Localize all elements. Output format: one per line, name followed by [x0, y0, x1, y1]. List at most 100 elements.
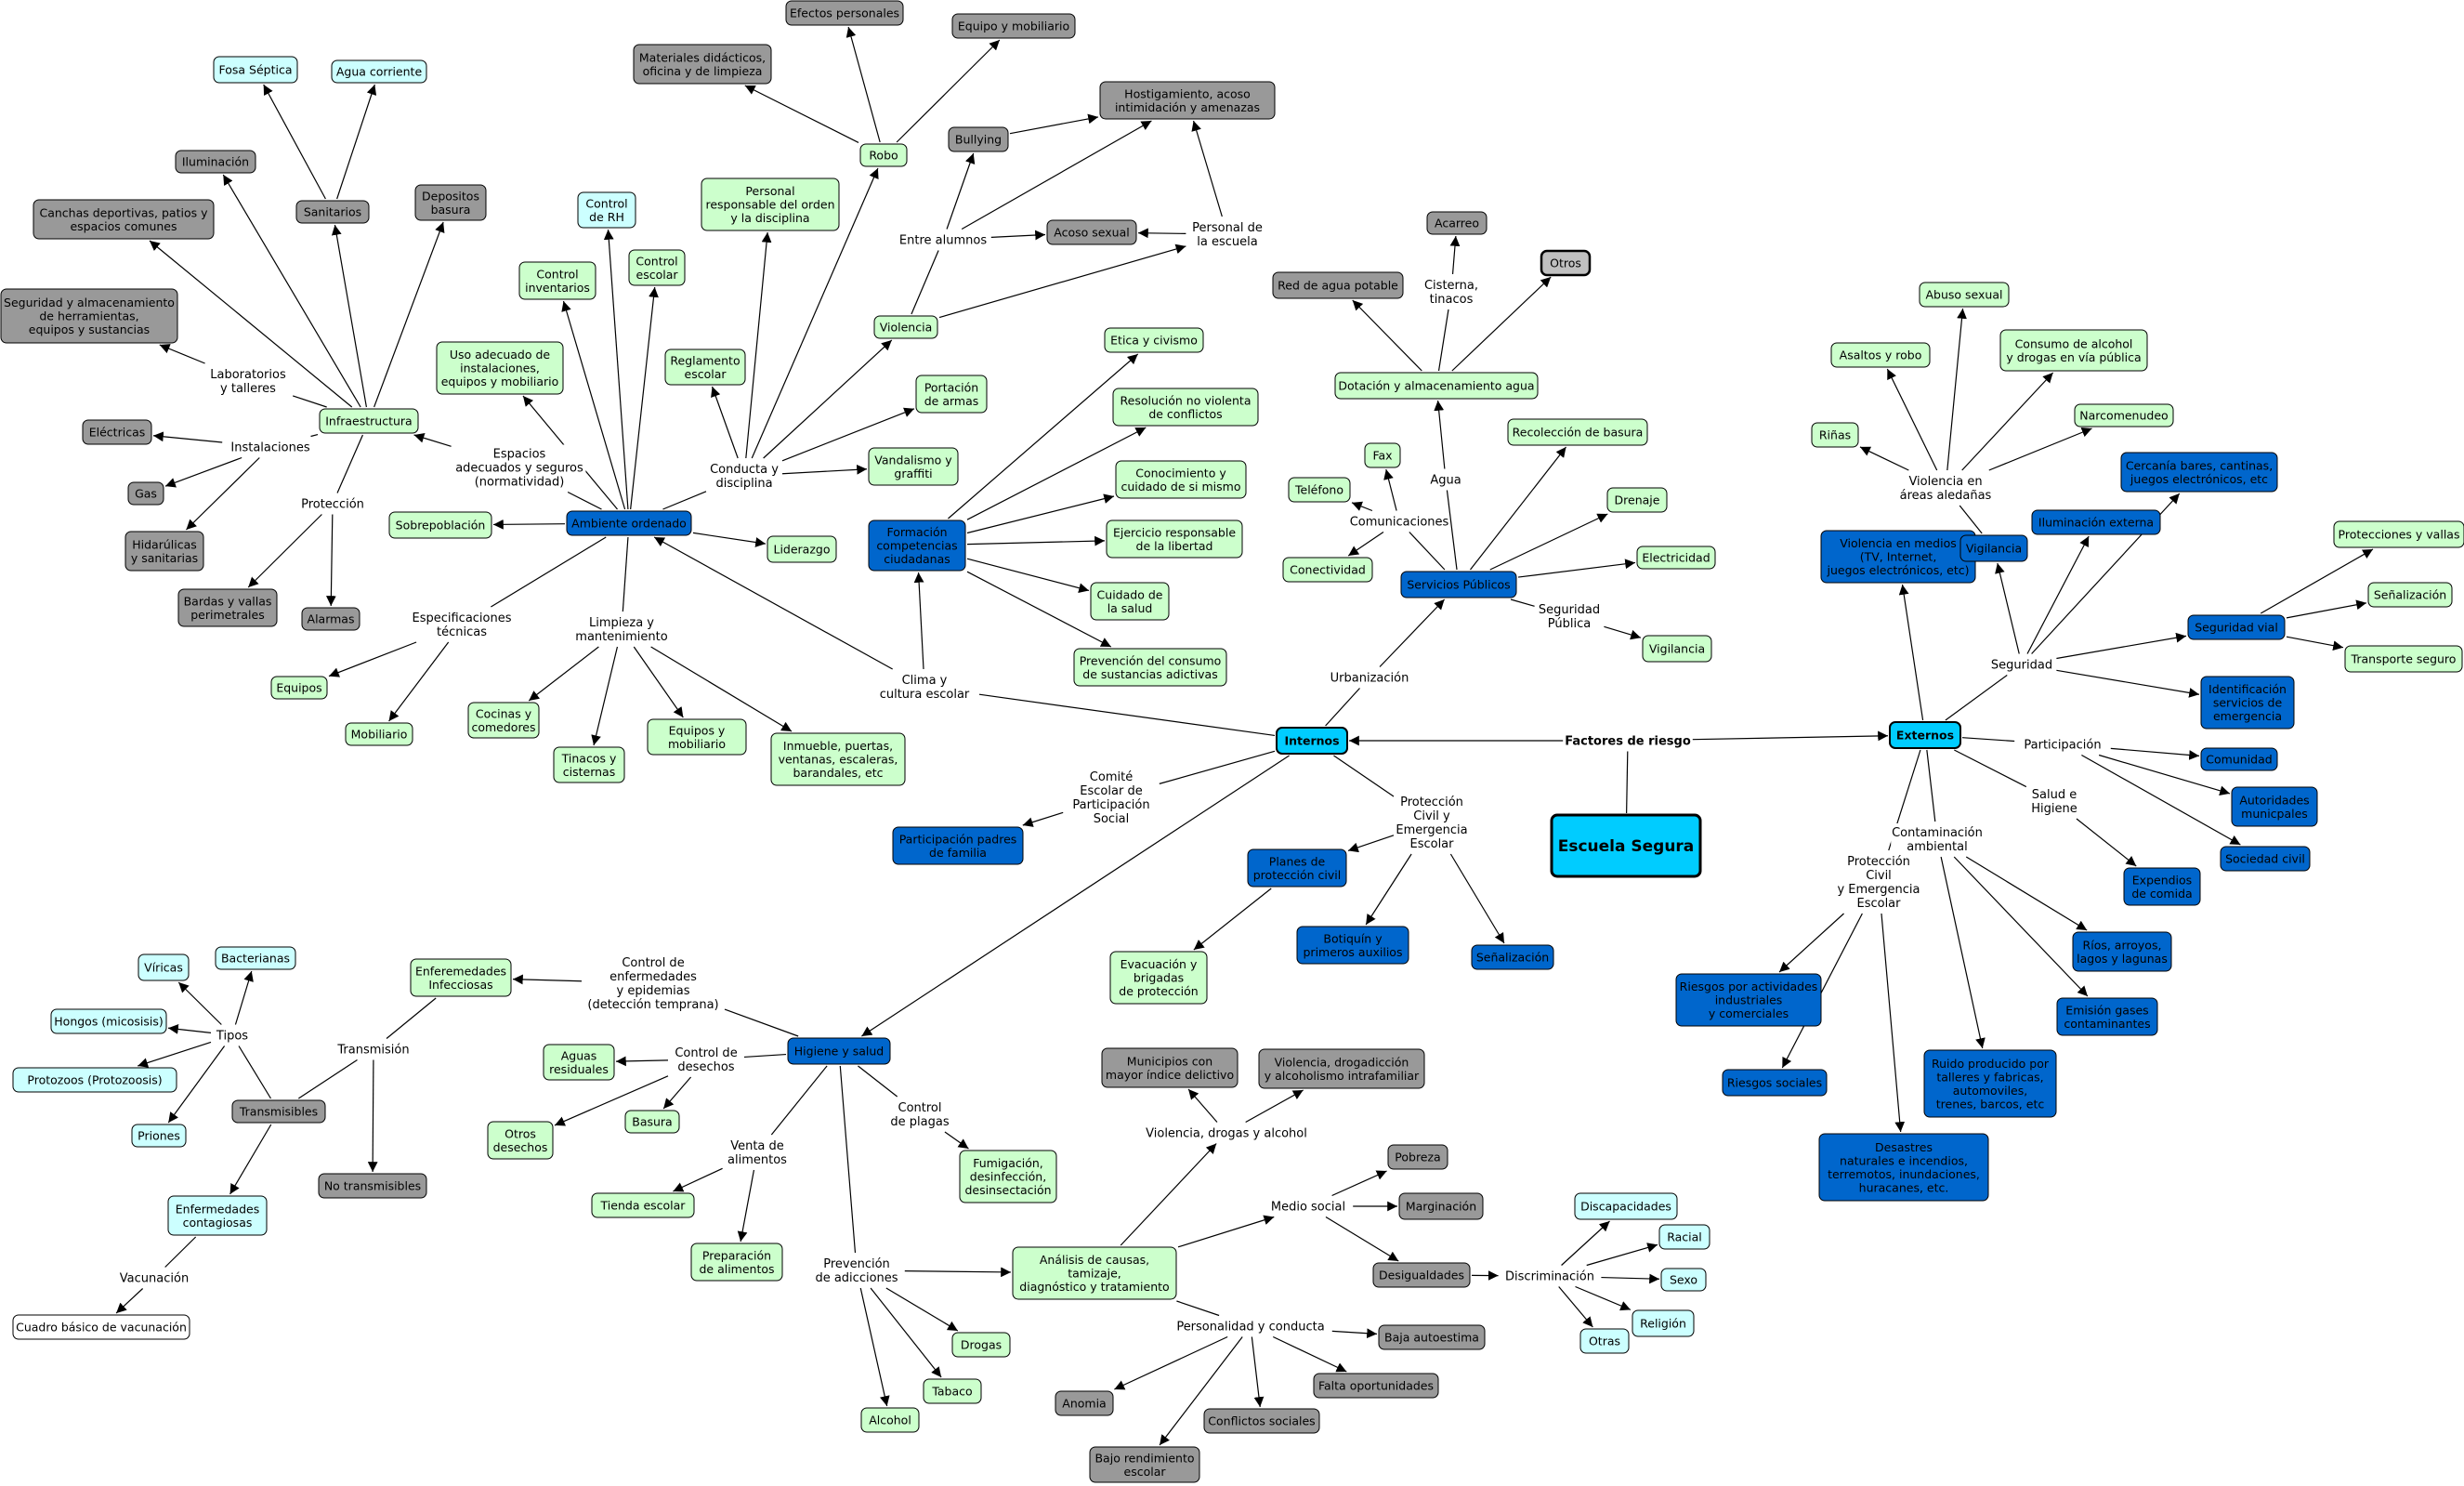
node-vigilancia-ext[interactable]: Vigilancia [1959, 534, 2028, 562]
node-vigilancia-int[interactable]: Vigilancia [1642, 635, 1712, 663]
node-recoleccion[interactable]: Recolección de basura [1507, 418, 1648, 446]
node-inmueble[interactable]: Inmueble, puertas,ventanas, escaleras,ba… [770, 732, 906, 786]
node-transporte[interactable]: Transporte seguro [2344, 645, 2463, 673]
node-ambiente[interactable]: Ambiente ordenado [566, 510, 692, 536]
node-cuadro-vac[interactable]: Cuadro básico de vacunación [12, 1314, 190, 1340]
node-seg-vial[interactable]: Seguridad vial [2187, 614, 2286, 640]
node-analisis[interactable]: Análisis de causas,tamizaje,diagnóstico … [1012, 1246, 1177, 1300]
node-bacterianas[interactable]: Bacterianas [215, 946, 296, 970]
node-tabaco[interactable]: Tabaco [923, 1378, 982, 1404]
node-dotacion[interactable]: Dotación y almacenamiento agua [1334, 372, 1539, 400]
node-title[interactable]: Escuela Segura [1550, 813, 1702, 878]
node-fumigacion[interactable]: Fumigación,desinfección,desinsectación [959, 1150, 1057, 1203]
node-pobreza[interactable]: Pobreza [1387, 1144, 1448, 1170]
node-conflictos[interactable]: Conflictos sociales [1203, 1408, 1320, 1434]
node-comunidad[interactable]: Comunidad [2200, 747, 2278, 771]
node-servicios[interactable]: Servicios Públicos [1400, 571, 1517, 598]
node-otros-agua[interactable]: Otros [1540, 249, 1592, 277]
node-rios[interactable]: Ríos, arroyos,lagos y lagunas [2072, 931, 2172, 972]
node-riesgos-soc[interactable]: Riesgos sociales [1722, 1069, 1828, 1097]
node-asaltos[interactable]: Asaltos y robo [1830, 342, 1931, 368]
node-drenaje[interactable]: Drenaje [1606, 487, 1668, 513]
node-higiene[interactable]: Higiene y salud [787, 1037, 891, 1065]
node-efectos[interactable]: Efectos personales [785, 0, 904, 26]
node-viricas[interactable]: Víricas [138, 953, 190, 981]
node-acoso[interactable]: Acoso sexual [1046, 219, 1137, 245]
node-infra[interactable]: Infraestructura [319, 408, 419, 434]
node-sexo[interactable]: Sexo [1660, 1268, 1707, 1292]
node-etica[interactable]: Etica y civismo [1104, 327, 1204, 353]
node-discapacidades[interactable]: Discapacidades [1574, 1192, 1678, 1220]
node-protecciones[interactable]: Protecciones y vallas [2333, 520, 2464, 548]
node-alcohol[interactable]: Alcohol [860, 1407, 920, 1433]
node-ilum-int[interactable]: Iluminación [175, 150, 256, 174]
node-marginacion[interactable]: Marginación [1398, 1192, 1484, 1220]
node-senal-int[interactable]: Señalización [1471, 944, 1554, 970]
node-cercania[interactable]: Cercanía bares, cantinas,juegos electrón… [2120, 452, 2278, 493]
node-internos[interactable]: Internos [1276, 727, 1348, 755]
node-racial[interactable]: Racial [1658, 1224, 1710, 1250]
node-otras[interactable]: Otras [1579, 1328, 1630, 1354]
node-hongos[interactable]: Hongos (micosisis) [50, 1008, 167, 1034]
node-rinas[interactable]: Riñas [1811, 422, 1859, 448]
node-basura[interactable]: Basura [624, 1110, 680, 1134]
node-tienda[interactable]: Tienda escolar [591, 1192, 695, 1218]
node-electricidad[interactable]: Electricidad [1636, 546, 1716, 570]
node-red-agua[interactable]: Red de agua potable [1272, 271, 1404, 299]
node-equipos[interactable]: Equipos [270, 676, 328, 700]
node-electricas[interactable]: Eléctricas [82, 419, 152, 445]
node-bullying[interactable]: Bullying [948, 126, 1009, 152]
node-robo[interactable]: Robo [859, 143, 908, 167]
node-anomia[interactable]: Anomia [1055, 1390, 1114, 1416]
node-religion[interactable]: Religión [1632, 1309, 1695, 1337]
node-senal-ext[interactable]: Señalización [2367, 582, 2453, 608]
node-baja-auto[interactable]: Baja autoestima [1378, 1324, 1486, 1350]
node-violencia-int[interactable]: Violencia [873, 315, 938, 339]
node-agua-corr[interactable]: Agua corriente [331, 59, 427, 84]
node-mat-did[interactable]: Materiales didácticos,oficina y de limpi… [633, 44, 772, 85]
node-externos[interactable]: Externos [1889, 721, 1961, 749]
node-sociedad[interactable]: Sociedad civil [2220, 846, 2311, 872]
node-mobiliario[interactable]: Mobiliario [345, 722, 413, 746]
node-fosa[interactable]: Fosa Séptica [213, 56, 298, 84]
node-conectividad[interactable]: Conectividad [1282, 557, 1373, 583]
node-no-transmisibles[interactable]: No transmisibles [318, 1173, 427, 1199]
node-desigualdades[interactable]: Desigualdades [1372, 1262, 1471, 1288]
node-gas[interactable]: Gas [127, 481, 164, 506]
node-priones[interactable]: Priones [131, 1124, 187, 1148]
node-ilum-ext[interactable]: Iluminación externa [2031, 509, 2161, 535]
node-transmisibles[interactable]: Transmisibles [231, 1099, 326, 1124]
